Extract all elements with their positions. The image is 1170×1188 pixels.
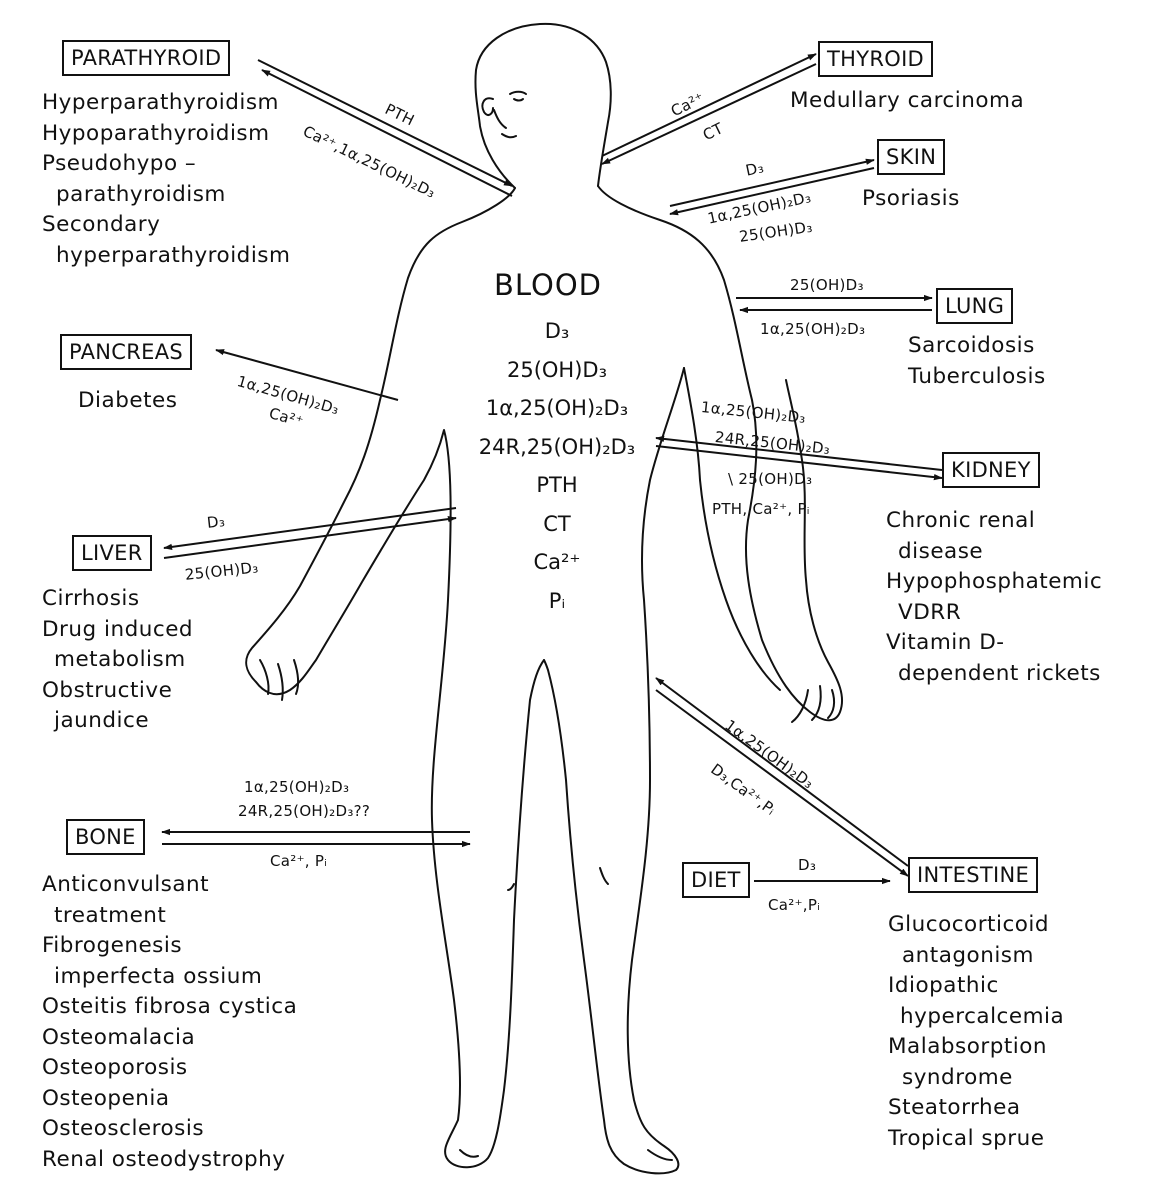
kidney-diseases: Chronic renal disease Hypophosphatemic V… — [886, 506, 1102, 689]
thyroid-diseases: Medullary carcinoma — [790, 86, 1024, 117]
pancreas-diseases: Diabetes — [78, 386, 177, 417]
disease-item: Obstructive — [42, 676, 193, 707]
disease-item: Tropical sprue — [888, 1124, 1064, 1155]
ear — [482, 98, 493, 115]
disease-item: Psoriasis — [862, 184, 960, 215]
label-bone-2: 24R,25(OH)₂D₃?? — [238, 802, 370, 820]
disease-item: parathyroidism — [42, 180, 290, 211]
disease-item: hyperparathyroidism — [42, 241, 290, 272]
disease-item: Pseudohypo – — [42, 149, 290, 180]
disease-item: Osteosclerosis — [42, 1114, 297, 1145]
blood-item: Pᵢ — [452, 582, 662, 621]
blood-item: CT — [452, 505, 662, 544]
lung-box: LUNG — [936, 288, 1013, 324]
disease-item: Secondary — [42, 210, 290, 241]
parathyroid-diseases: Hyperparathyroidism Hypoparathyroidism P… — [42, 88, 290, 271]
intestine-box: INTESTINE — [908, 857, 1038, 893]
label-kidney-4: PTH, Ca²⁺, Pᵢ — [712, 500, 810, 518]
disease-item: Sarcoidosis — [908, 331, 1046, 362]
label-lung-2: 1α,25(OH)₂D₃ — [760, 320, 865, 338]
disease-item: jaundice — [42, 706, 193, 737]
kidney-box: KIDNEY — [942, 452, 1040, 488]
disease-item: Fibrogenesis — [42, 931, 297, 962]
blood-item: 1α,25(OH)₂D₃ — [452, 389, 662, 428]
disease-item: Chronic renal — [886, 506, 1102, 537]
disease-item: treatment — [42, 901, 297, 932]
blood-contents: D₃ 25(OH)D₃ 1α,25(OH)₂D₃ 24R,25(OH)₂D₃ P… — [452, 312, 662, 620]
disease-item: Osteomalacia — [42, 1023, 297, 1054]
intestine-diseases: Glucocorticoid antagonism Idiopathic hyp… — [888, 910, 1064, 1154]
disease-item: Medullary carcinoma — [790, 86, 1024, 117]
disease-item: Osteitis fibrosa cystica — [42, 992, 297, 1023]
label-lung-1: 25(OH)D₃ — [790, 276, 864, 294]
eye — [510, 92, 526, 101]
blood-item: PTH — [452, 466, 662, 505]
disease-item: Idiopathic — [888, 971, 1064, 1002]
blood-item: 25(OH)D₃ — [452, 351, 662, 390]
thyroid-box: THYROID — [818, 41, 933, 77]
bone-diseases: Anticonvulsant treatment Fibrogenesis im… — [42, 870, 297, 1175]
disease-item: Tuberculosis — [908, 362, 1046, 393]
label-bone-1: 1α,25(OH)₂D₃ — [244, 778, 349, 796]
label-diet-1: D₃ — [798, 856, 816, 874]
disease-item: Vitamin D- — [886, 628, 1102, 659]
disease-item: Osteopenia — [42, 1084, 297, 1115]
blood-item: Ca²⁺ — [452, 543, 662, 582]
right-hand-detail — [792, 686, 834, 722]
blood-item: D₃ — [452, 312, 662, 351]
knee-mark-right — [600, 868, 608, 884]
disease-item: Drug induced — [42, 615, 193, 646]
disease-item: Glucocorticoid — [888, 910, 1064, 941]
disease-item: antagonism — [888, 941, 1064, 972]
bone-box: BONE — [66, 819, 145, 855]
pancreas-box: PANCREAS — [60, 334, 192, 370]
parathyroid-box: PARATHYROID — [62, 40, 230, 76]
disease-item: Osteoporosis — [42, 1053, 297, 1084]
disease-item: Anticonvulsant — [42, 870, 297, 901]
disease-item: Hyperparathyroidism — [42, 88, 290, 119]
disease-item: dependent rickets — [886, 659, 1102, 690]
disease-item: Hypoparathyroidism — [42, 119, 290, 150]
nose-mouth — [494, 110, 516, 137]
disease-item: syndrome — [888, 1063, 1064, 1094]
label-kidney-3: \ 25(OH)D₃ — [728, 470, 812, 488]
skin-diseases: Psoriasis — [862, 184, 960, 215]
disease-item: Malabsorption — [888, 1032, 1064, 1063]
disease-item: VDRR — [886, 598, 1102, 629]
knee-mark-left — [508, 884, 514, 890]
label-bone-3: Ca²⁺, Pᵢ — [270, 852, 327, 870]
lung-diseases: Sarcoidosis Tuberculosis — [908, 331, 1046, 392]
disease-item: Diabetes — [78, 386, 177, 417]
diet-box: DIET — [682, 862, 750, 898]
disease-item: disease — [886, 537, 1102, 568]
arrow-to-intestine — [656, 690, 908, 876]
blood-item: 24R,25(OH)₂D₃ — [452, 428, 662, 467]
head-outline — [475, 24, 610, 188]
disease-item: Cirrhosis — [42, 584, 193, 615]
disease-item: hypercalcemia — [888, 1002, 1064, 1033]
skin-box: SKIN — [877, 139, 945, 175]
blood-title: BLOOD — [494, 268, 602, 302]
label-diet-2: Ca²⁺,Pᵢ — [768, 896, 820, 914]
label-skin-d3: D₃ — [744, 158, 766, 179]
disease-item: Steatorrhea — [888, 1093, 1064, 1124]
disease-item: metabolism — [42, 645, 193, 676]
label-liver-1: D₃ — [206, 512, 226, 532]
disease-item: Hypophosphatemic — [886, 567, 1102, 598]
disease-item: Renal osteodystrophy — [42, 1145, 297, 1176]
liver-box: LIVER — [72, 535, 152, 571]
liver-diseases: Cirrhosis Drug induced metabolism Obstru… — [42, 584, 193, 737]
disease-item: imperfecta ossium — [42, 962, 297, 993]
arrow-from-thyroid — [602, 64, 816, 164]
